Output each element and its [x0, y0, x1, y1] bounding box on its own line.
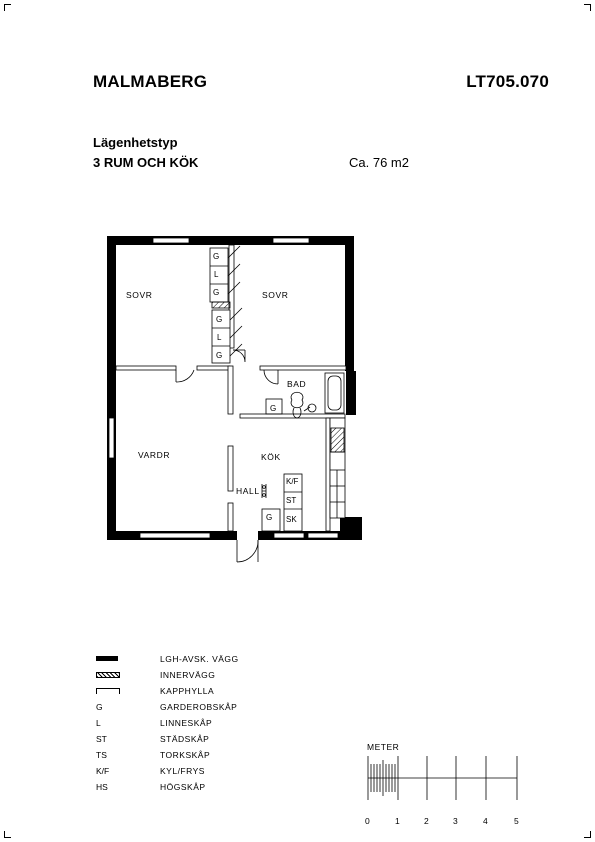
scale-tick-label: 5	[514, 816, 519, 826]
legend-symbol: ST	[96, 734, 107, 744]
bathroom-fixtures	[265, 372, 345, 419]
scale-bar	[367, 756, 518, 800]
scale-tick-label: 3	[453, 816, 458, 826]
cabinet-g-1: G	[213, 252, 219, 261]
crop-mark-top-left	[4, 4, 11, 11]
legend-label: GARDEROBSKÅP	[160, 702, 238, 712]
inner-walls	[115, 244, 347, 532]
legend-symbol: L	[96, 718, 101, 728]
outer-walls	[107, 236, 362, 540]
apartment-wall-swatch	[96, 656, 118, 661]
coat-rack-icon	[96, 688, 120, 694]
legend-label: LGH-AVSK. VÄGG	[160, 654, 239, 664]
legend-symbol: TS	[96, 750, 107, 760]
cabinet-g-2: G	[213, 288, 219, 297]
kitchen-counter	[329, 417, 346, 519]
room-label-hall: HALL	[236, 486, 260, 496]
room-label-bad: BAD	[287, 379, 306, 389]
wardrobe-column	[209, 245, 243, 364]
scale-tick-label: 4	[483, 816, 488, 826]
hall-cabinets	[261, 473, 303, 532]
room-label-sovr-2: SOVR	[262, 290, 289, 300]
legend-label: LINNESKÅP	[160, 718, 213, 728]
legend-symbol: G	[96, 702, 103, 712]
legend-symbol: K/F	[96, 766, 110, 776]
cabinet-hall-g: G	[266, 513, 272, 522]
cabinet-kf: K/F	[286, 477, 299, 486]
room-label-kok: KÖK	[261, 452, 281, 462]
cabinet-g-4: G	[216, 351, 222, 360]
room-label-vardr: VARDR	[138, 450, 170, 460]
inner-wall-swatch	[96, 672, 120, 678]
scale-tick-label: 2	[424, 816, 429, 826]
scale-title: METER	[367, 742, 400, 752]
apartment-type-value: 3 RUM OCH KÖK	[93, 155, 199, 170]
legend-label: INNERVÄGG	[160, 670, 216, 680]
crop-mark-bottom-right	[584, 831, 591, 838]
bath-cabinet-g: G	[270, 404, 276, 413]
windows	[108, 237, 339, 539]
crop-mark-top-right	[584, 4, 591, 11]
crop-mark-bottom-left	[4, 831, 11, 838]
plan-code: LT705.070	[466, 72, 549, 91]
doors	[175, 349, 279, 563]
apartment-area: Ca. 76 m2	[349, 155, 409, 170]
cabinet-st: ST	[286, 496, 296, 505]
legend-label: KYL/FRYS	[160, 766, 205, 776]
cabinet-l-1: L	[214, 270, 219, 279]
legend-label: KAPPHYLLA	[160, 686, 215, 696]
room-label-sovr-1: SOVR	[126, 290, 153, 300]
apartment-type-label: Lägenhetstyp	[93, 135, 178, 150]
cabinet-l-2: L	[217, 333, 222, 342]
cabinet-sk: SK	[286, 515, 297, 524]
cabinet-g-3: G	[216, 315, 222, 324]
property-name: MALMABERG	[93, 72, 208, 91]
legend-label: TORKSKÅP	[160, 750, 211, 760]
legend-label: HÖGSKÅP	[160, 782, 206, 792]
scale-tick-label: 0	[365, 816, 370, 826]
legend-symbol: HS	[96, 782, 108, 792]
legend-label: STÄDSKÅP	[160, 734, 210, 744]
scale-tick-label: 1	[395, 816, 400, 826]
